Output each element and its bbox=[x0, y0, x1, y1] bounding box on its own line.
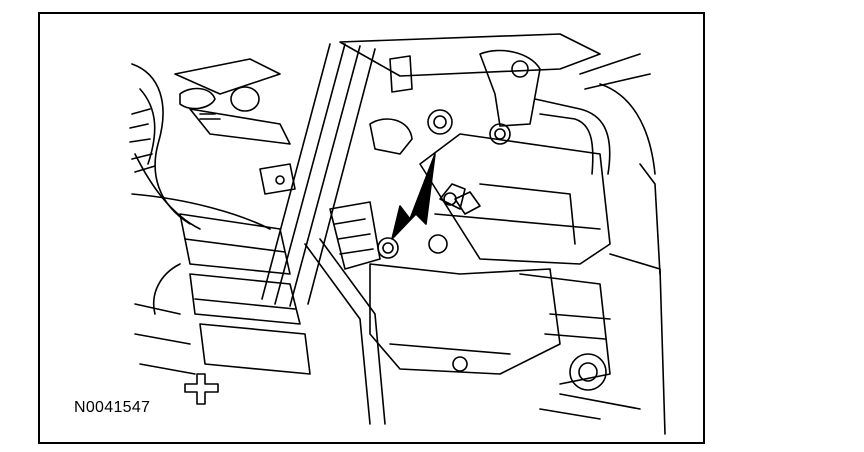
intake-hose-outline bbox=[131, 63, 191, 225]
support-bar bbox=[274, 43, 346, 305]
knock-sensor bbox=[377, 237, 399, 259]
pointer-arrow bbox=[391, 153, 436, 240]
figure-id-label: N0041547 bbox=[74, 399, 151, 416]
engine-line-art bbox=[129, 33, 666, 435]
illustration-frame: N0041547 bbox=[38, 12, 705, 444]
alignment-cross bbox=[184, 373, 219, 405]
sensor-connector bbox=[329, 201, 381, 270]
module-housing bbox=[419, 133, 611, 265]
